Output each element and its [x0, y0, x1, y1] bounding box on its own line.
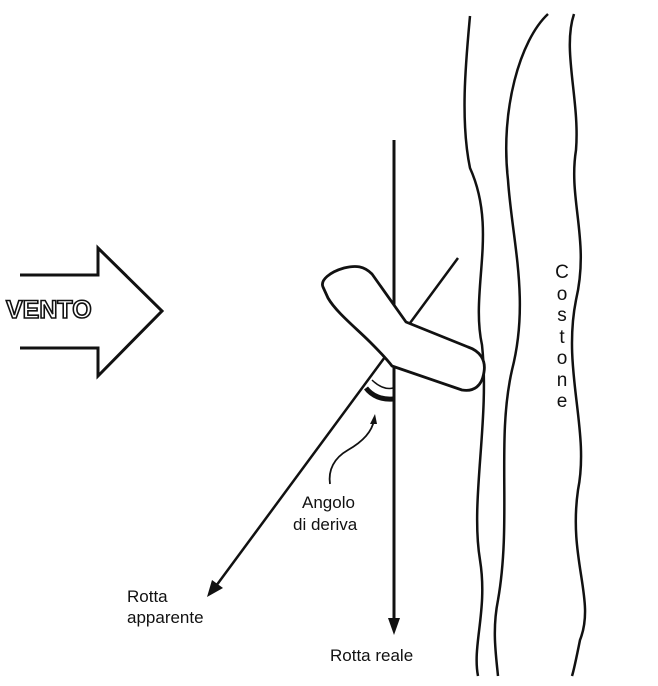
drift-angle-label-line1: Angolo: [302, 493, 355, 512]
true-course-arrowhead: [388, 618, 400, 635]
ridge-outline-middle: [493, 13, 549, 677]
apparent-course-label-line1: Rotta: [127, 587, 168, 606]
wind-arrow: [20, 244, 165, 380]
ridge-outline-left: [463, 15, 486, 677]
ridge-label-letter: C: [555, 262, 569, 283]
ridge-label-letter: s: [557, 305, 567, 326]
ridge-label-letter: n: [556, 369, 568, 391]
ridge-outline-right: [568, 13, 587, 677]
drift-angle-label-line2: di deriva: [293, 515, 358, 534]
apparent-course-arrowhead: [207, 580, 223, 597]
apparent-course-label-line2: apparente: [127, 608, 204, 627]
true-course-label: Rotta reale: [330, 646, 414, 665]
ridge-label-letter: o: [556, 348, 568, 369]
ridge-label-letter: o: [556, 283, 568, 305]
hang-glider-wing: [321, 265, 486, 392]
drift-angle-pointer-arrowhead: [370, 414, 377, 424]
ridge-label-letter: t: [559, 326, 565, 348]
ridge-label-letter: e: [556, 391, 568, 412]
drift-angle-pointer: [328, 419, 375, 485]
drift-angle-arc: [364, 386, 394, 402]
apparent-course-line: [214, 257, 460, 587]
wind-label: VENTO: [5, 295, 92, 325]
drift-angle-arc-inner: [371, 379, 394, 390]
